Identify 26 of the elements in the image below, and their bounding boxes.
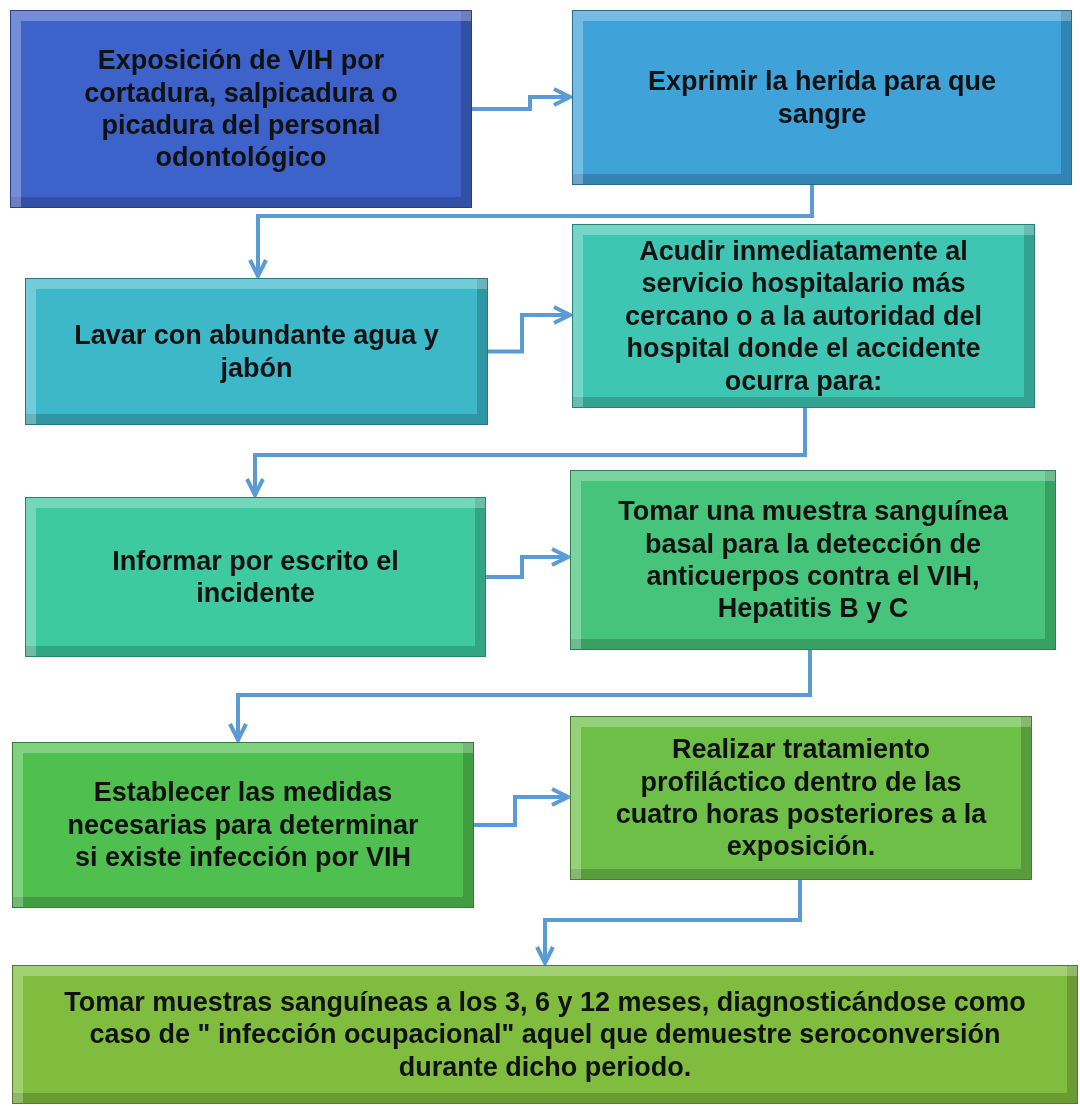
process-box [12,742,474,908]
step-text: Exposición de VIH por cortadura, salpicadura o picadura del personal odontológico [83,44,399,174]
process-box [25,278,488,425]
arrow [245,408,807,497]
arrow [474,787,570,827]
process-box [572,10,1072,185]
step-text: Informar por escrito el incidente [111,544,400,610]
process-box [10,10,472,208]
step-text: Exprimir la herida para que sangre [646,65,998,130]
process-box [25,497,486,657]
arrow [488,305,572,354]
process-box [570,716,1032,880]
step-text: Tomar muestras sanguíneas a los 3, 6 y 12 meses, diagnosticándose como caso de " infección ocupacional" aquel que demuestre seroconversión durante dicho periodo. [63,985,1027,1084]
step-text: Lavar con abundante agua y jabón [73,319,440,384]
step-text: Acudir inmediatamente al servicio hospitalario más cercano o a la autoridad del hospital donde el accidente ocurra para: [623,235,984,397]
step-text: Tomar una muestra sanguínea basal para la detección de anticuerpos contra el VIH, Hepatitis B y C [617,495,1009,625]
step-text: Realizar tratamiento profiláctico dentro de las cuatro horas posteriores a la exposición. [615,733,987,863]
process-box [570,470,1056,650]
arrow [486,547,570,579]
process-box [12,965,1078,1104]
process-box [572,224,1035,408]
arrow [248,185,814,278]
arrow [535,880,802,965]
arrow [228,650,812,742]
step-text: Establecer las medidas necesarias para determinar si existe infección por VIH [66,776,420,874]
arrow [472,87,572,111]
